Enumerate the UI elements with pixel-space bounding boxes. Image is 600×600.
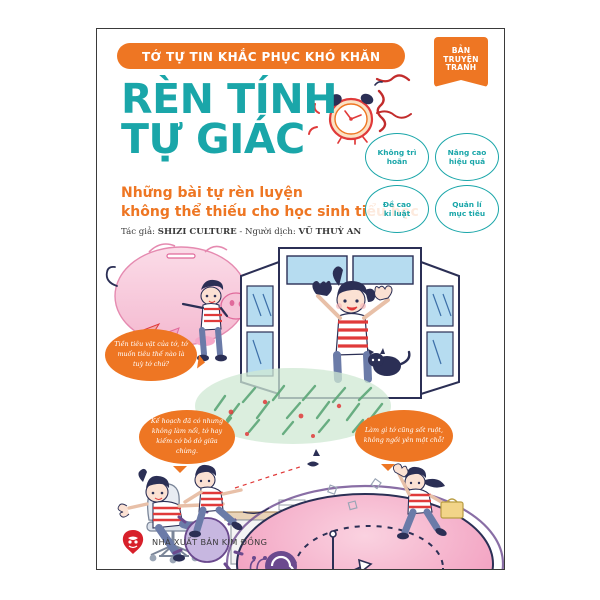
speech-bubble-pocket-money: Tiền tiêu vặt của tớ, tớ muốn tiêu thế n… [105, 329, 197, 381]
author-name: SHIZI CULTURE [157, 227, 237, 237]
alarm-clock-icon [308, 74, 412, 145]
window-illustration [240, 247, 460, 399]
subtitle-line-1: Những bài tự rèn luyện [121, 185, 303, 201]
speech-bubble-2-text: Làm gì tớ cũng sốt ruột, không ngồi yên … [363, 426, 445, 444]
badge-2-line-2: kỉ luật [383, 209, 411, 218]
kim-dong-logo-icon [121, 529, 145, 555]
translator-name: VŨ THUỲ AN [298, 227, 362, 237]
badge-2-line-1: Đề cao [382, 199, 412, 209]
badge-nang-cao-hieu-qua: Nâng cao hiệu quả [435, 133, 499, 181]
speech-bubble-0-text: Tiền tiêu vặt của tớ, tớ muốn tiêu thế n… [114, 340, 188, 368]
badge-0-line-2: hoãn [386, 157, 408, 166]
credits-separator: - [239, 227, 243, 237]
subtitle-line-2: không thể thiếu cho học sinh tiểu học [121, 203, 419, 220]
badge-3-line-1: Quản lí [452, 199, 482, 209]
running-boy-left [183, 464, 270, 538]
book-cover: TỚ TỰ TIN KHẮC PHỤC KHÓ KHĂN BẢN TRUYỆN … [96, 28, 505, 570]
giant-clock-illustration [172, 484, 504, 569]
author-label: Tác giả: [121, 227, 156, 237]
speech-bubble-restless: Làm gì tớ cũng sốt ruột, không ngồi yên … [355, 410, 453, 471]
dashed-path-decoration [234, 449, 320, 489]
badge-de-cao-ki-luat: Đề cao kỉ luật [365, 185, 429, 233]
badge-khong-tri-hoan: Không trì hoãn [365, 133, 429, 181]
illustration-artwork [105, 243, 504, 569]
tagline-text: TỚ TỰ TIN KHẮC PHỤC KHÓ KHĂN [141, 48, 381, 64]
snail-icon [249, 551, 297, 569]
badge-1-line-1: Nâng cao [447, 147, 487, 157]
publisher-name: NHÀ XUẤT BẢN KIM ĐỒNG [152, 537, 268, 547]
tagline-banner: TỚ TỰ TIN KHẮC PHỤC KHÓ KHĂN [117, 43, 405, 69]
publisher-block: NHÀ XUẤT BẢN KIM ĐỒNG [121, 529, 267, 555]
title-line-2: TỰ GIÁC [121, 115, 305, 164]
badge-quan-li-muc-tieu: Quản lí mục tiêu [435, 185, 499, 233]
title-line-1: RÈN TÍNH [121, 75, 338, 123]
ribbon-line-1: BẢN [451, 46, 471, 56]
translator-label: Người dịch: [245, 227, 296, 237]
piggy-bank-illustration [105, 243, 252, 346]
comic-edition-ribbon: BẢN TRUYỆN TRANH [434, 37, 488, 87]
running-girl-right [392, 463, 464, 540]
book-subtitle: Những bài tự rèn luyện không thể thiếu c… [121, 184, 421, 222]
ribbon-line-3: TRANH [445, 63, 477, 73]
badge-0-line-1: Không trì [377, 147, 417, 157]
speech-bubble-1-text: Kế hoạch đã có nhưng không làm nổi, tớ h… [150, 417, 224, 455]
cover-illustration: Tiền tiêu vặt của tớ, tớ muốn tiêu thế n… [97, 234, 504, 569]
cat-icon [368, 348, 411, 376]
confetti-decoration [327, 477, 382, 511]
badge-3-line-2: mục tiêu [448, 209, 486, 218]
ribbon-line-2: TRUYỆN [443, 54, 479, 64]
book-title: RÈN TÍNH TỰ GIÁC [121, 79, 351, 164]
feature-badges: Không trì hoãn Nâng cao hiệu quả Đề cao … [365, 133, 501, 233]
credits-line: Tác giả: SHIZI CULTURE - Người dịch: VŨ … [121, 227, 421, 237]
speech-bubble-unfinished-plan: Kế hoạch đã có nhưng không làm nổi, tớ h… [139, 410, 235, 473]
badge-1-line-2: hiệu quả [448, 157, 486, 166]
